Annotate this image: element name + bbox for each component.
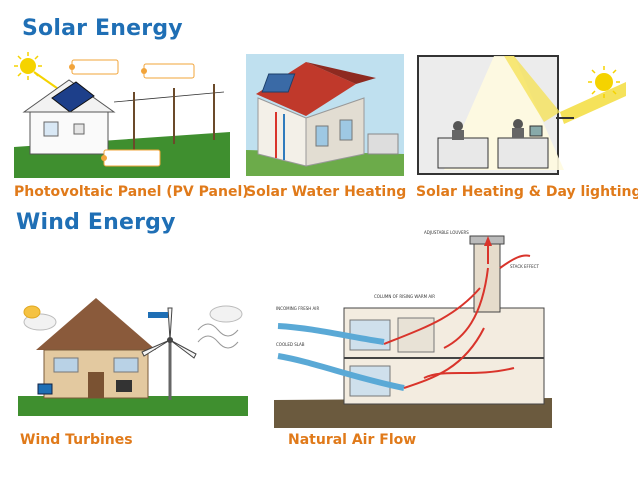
svg-text:COOLED SLAB: COOLED SLAB [276,342,305,347]
wind-turbines-caption: Wind Turbines [20,432,133,448]
natural-airflow-caption: Natural Air Flow [288,432,417,448]
svg-text:INCOMING FRESH AIR: INCOMING FRESH AIR [276,306,319,311]
solar-daylighting-caption: Solar Heating & Day lighting [416,184,638,200]
svg-text:STACK EFFECT: STACK EFFECT [510,264,539,269]
svg-text:ADJUSTABLE LOUVERS: ADJUSTABLE LOUVERS [424,230,469,235]
cloud-icon [23,305,243,331]
sun-icon [14,52,42,80]
wind-turbine-illustration [18,296,248,416]
solar-daylighting-illustration [414,52,626,178]
wind-turbine-rotor-icon [141,307,197,359]
wind-energy-heading: Wind Energy [16,210,176,235]
pv-panel-illustration [14,52,230,178]
sun-icon [588,66,620,98]
solar-energy-heading: Solar Energy [22,16,183,41]
svg-text:COLUMN OF RISING WARM AIR: COLUMN OF RISING WARM AIR [374,294,435,299]
solar-water-heating-illustration [246,54,404,176]
solar-water-heating-caption: Solar Water Heating [246,184,407,200]
natural-airflow-illustration: ADJUSTABLE LOUVERS STACK EFFECT INCOMING… [274,228,552,428]
pv-panel-caption: Photovoltaic Panel (PV Panel) [14,184,249,200]
